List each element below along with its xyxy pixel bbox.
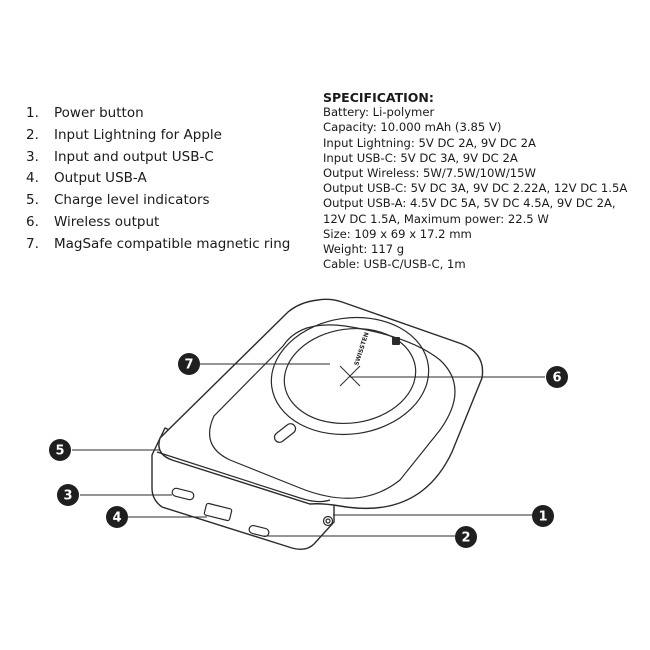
callout-number: 2 — [461, 531, 470, 546]
legend-item: 7. MagSafe compatible magnetic ring — [26, 234, 290, 256]
brand-logo-mark — [392, 337, 400, 345]
legend-number: 1. — [26, 105, 39, 121]
spec-line: Weight: 117 g — [323, 242, 405, 257]
spec-line: Capacity: 10.000 mAh (3.85 V) — [323, 120, 502, 135]
legend-item: 5. Charge level indicators — [26, 190, 290, 212]
callout-badge — [532, 505, 554, 527]
legend-item: 4. Output USB-A — [26, 168, 290, 190]
callout-number: 5 — [55, 444, 64, 459]
spec-line: Input USB-C: 5V DC 3A, 9V DC 2A — [323, 150, 518, 165]
charge-level-indicator — [273, 423, 297, 443]
spec-line: Output USB-C: 5V DC 3A, 9V DC 2.22A, 12V… — [323, 181, 628, 196]
legend-number: 2. — [26, 126, 39, 143]
callout-1: 1 — [532, 505, 554, 527]
power-button-inner — [325, 518, 331, 524]
legend-label: MagSafe compatible magnetic ring — [54, 235, 291, 252]
legend-label: Output USB-A — [54, 170, 147, 187]
legend-label: Wireless output — [54, 213, 160, 230]
legend-number: 7. — [26, 235, 39, 252]
spec-line: Input Lightning: 5V DC 2A, 9V DC 2A — [323, 135, 536, 150]
wireless-charging-pad — [283, 327, 417, 425]
callout-number: 1 — [538, 510, 547, 525]
legend-item: 2. Input Lightning for Apple — [26, 125, 290, 147]
callout-badge — [546, 366, 568, 388]
callout-badge — [57, 484, 79, 506]
callout-badge — [49, 439, 71, 461]
power-button — [322, 515, 334, 527]
callout-4: 4 — [106, 506, 128, 528]
legend-label: Charge level indicators — [54, 192, 210, 209]
spec-line: Output USB-A: 4.5V DC 5A, 5V DC 4.5A, 9V… — [323, 196, 616, 211]
callout-badge — [178, 353, 200, 375]
legend-number: 5. — [26, 192, 39, 209]
spec-line: Cable: USB-C/USB-C, 1m — [323, 257, 466, 272]
callout-2: 2 — [455, 526, 477, 548]
component-legend: 1. Power button 2. Input Lightning for App… — [26, 103, 290, 256]
callout-5: 5 — [49, 439, 71, 461]
legend-label: Input and output USB-C — [54, 148, 214, 165]
callout-badge — [455, 526, 477, 548]
legend-number: 4. — [26, 170, 39, 187]
magsafe-oval-area — [209, 324, 456, 499]
specification-block: SPECIFICATION: Battery: Li-polymer Capac… — [323, 90, 627, 272]
legend-item: 6. Wireless output — [26, 212, 290, 234]
front-edge-line — [156, 451, 331, 503]
callout-3: 3 — [57, 484, 79, 506]
usb-a-port — [203, 502, 233, 522]
legend-label: Input Lightning for Apple — [54, 126, 222, 143]
callout-number: 6 — [552, 371, 561, 386]
legend-item: 3. Input and output USB-C — [26, 147, 290, 169]
spec-line: Output Wireless: 5W/7.5W/10W/15W — [323, 166, 536, 181]
spec-title: SPECIFICATION: — [323, 90, 434, 105]
spec-line: 12V DC 1.5A, Maximum power: 22.5 W — [323, 211, 549, 226]
legend-number: 3. — [26, 148, 39, 165]
legend-item: 1. Power button — [26, 103, 290, 125]
power-bank-top-face — [158, 298, 484, 510]
callout-number: 7 — [184, 358, 193, 373]
callout-number: 3 — [63, 489, 72, 504]
usb-c-port — [171, 487, 195, 501]
lightning-port — [248, 524, 270, 538]
spec-line: Battery: Li-polymer — [323, 105, 435, 120]
legend-label: Power button — [54, 105, 144, 121]
legend-number: 6. — [26, 213, 39, 230]
callout-6: 6 — [546, 366, 568, 388]
callout-number: 4 — [112, 511, 121, 526]
magnetic-ring — [270, 316, 430, 436]
spec-line: Size: 109 x 69 x 17.2 mm — [323, 226, 472, 241]
callout-7: 7 — [178, 353, 200, 375]
wireless-cross-mark — [339, 365, 361, 387]
callout-badge — [106, 506, 128, 528]
